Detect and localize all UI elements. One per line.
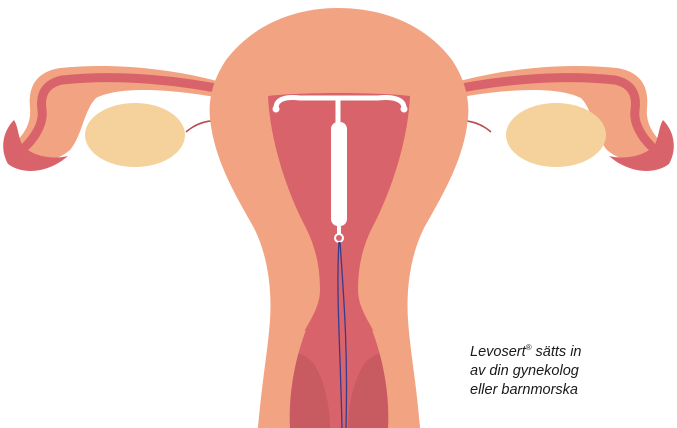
iud-arm-tip-left: [273, 106, 280, 113]
caption-product-name: Levosert: [470, 344, 526, 360]
caption-line-3: eller barnmorska: [470, 381, 670, 400]
caption-line-1: Levosert® sätts in: [470, 338, 670, 362]
left-ovary: [85, 103, 185, 167]
iud-arm-tip-right: [401, 106, 408, 113]
caption-line-1-rest: sätts in: [532, 344, 582, 360]
insertion-caption: Levosert® sätts in av din gynekolog elle…: [470, 338, 670, 400]
iud-hormone-cylinder: [331, 122, 347, 226]
caption-line-2: av din gynekolog: [470, 362, 670, 381]
right-ovary: [506, 103, 606, 167]
